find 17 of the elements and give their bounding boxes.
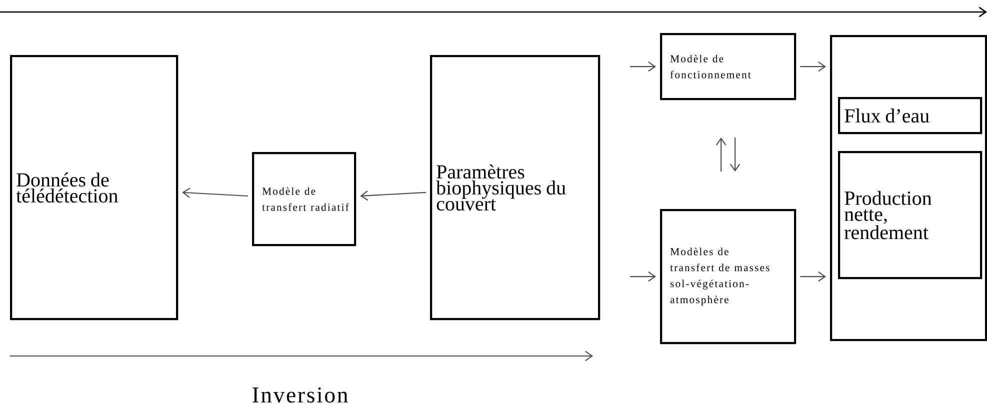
arrow	[630, 271, 656, 282]
output-box: Flux d’eau	[838, 97, 982, 134]
arrow	[716, 137, 726, 172]
model-box: Modèle de transfert radiatif	[252, 152, 356, 246]
data-box: Données de télédétection	[10, 55, 178, 320]
arrow	[800, 271, 826, 282]
arrow	[800, 61, 826, 72]
arrow	[630, 61, 656, 72]
parameter-box: Paramètres biophysiques du couvert	[430, 55, 600, 320]
arrow	[182, 188, 248, 198]
arrow	[730, 137, 740, 172]
arrow	[360, 190, 426, 201]
caption-text: Inversion	[252, 387, 348, 403]
output-panel	[830, 35, 987, 342]
output-box: Production nette, rendement	[838, 151, 982, 280]
model-box: Modèles de transfert de masses sol-végétation-atmosphère	[660, 209, 796, 344]
model-box: Modèle de fonctionnement	[660, 33, 796, 100]
